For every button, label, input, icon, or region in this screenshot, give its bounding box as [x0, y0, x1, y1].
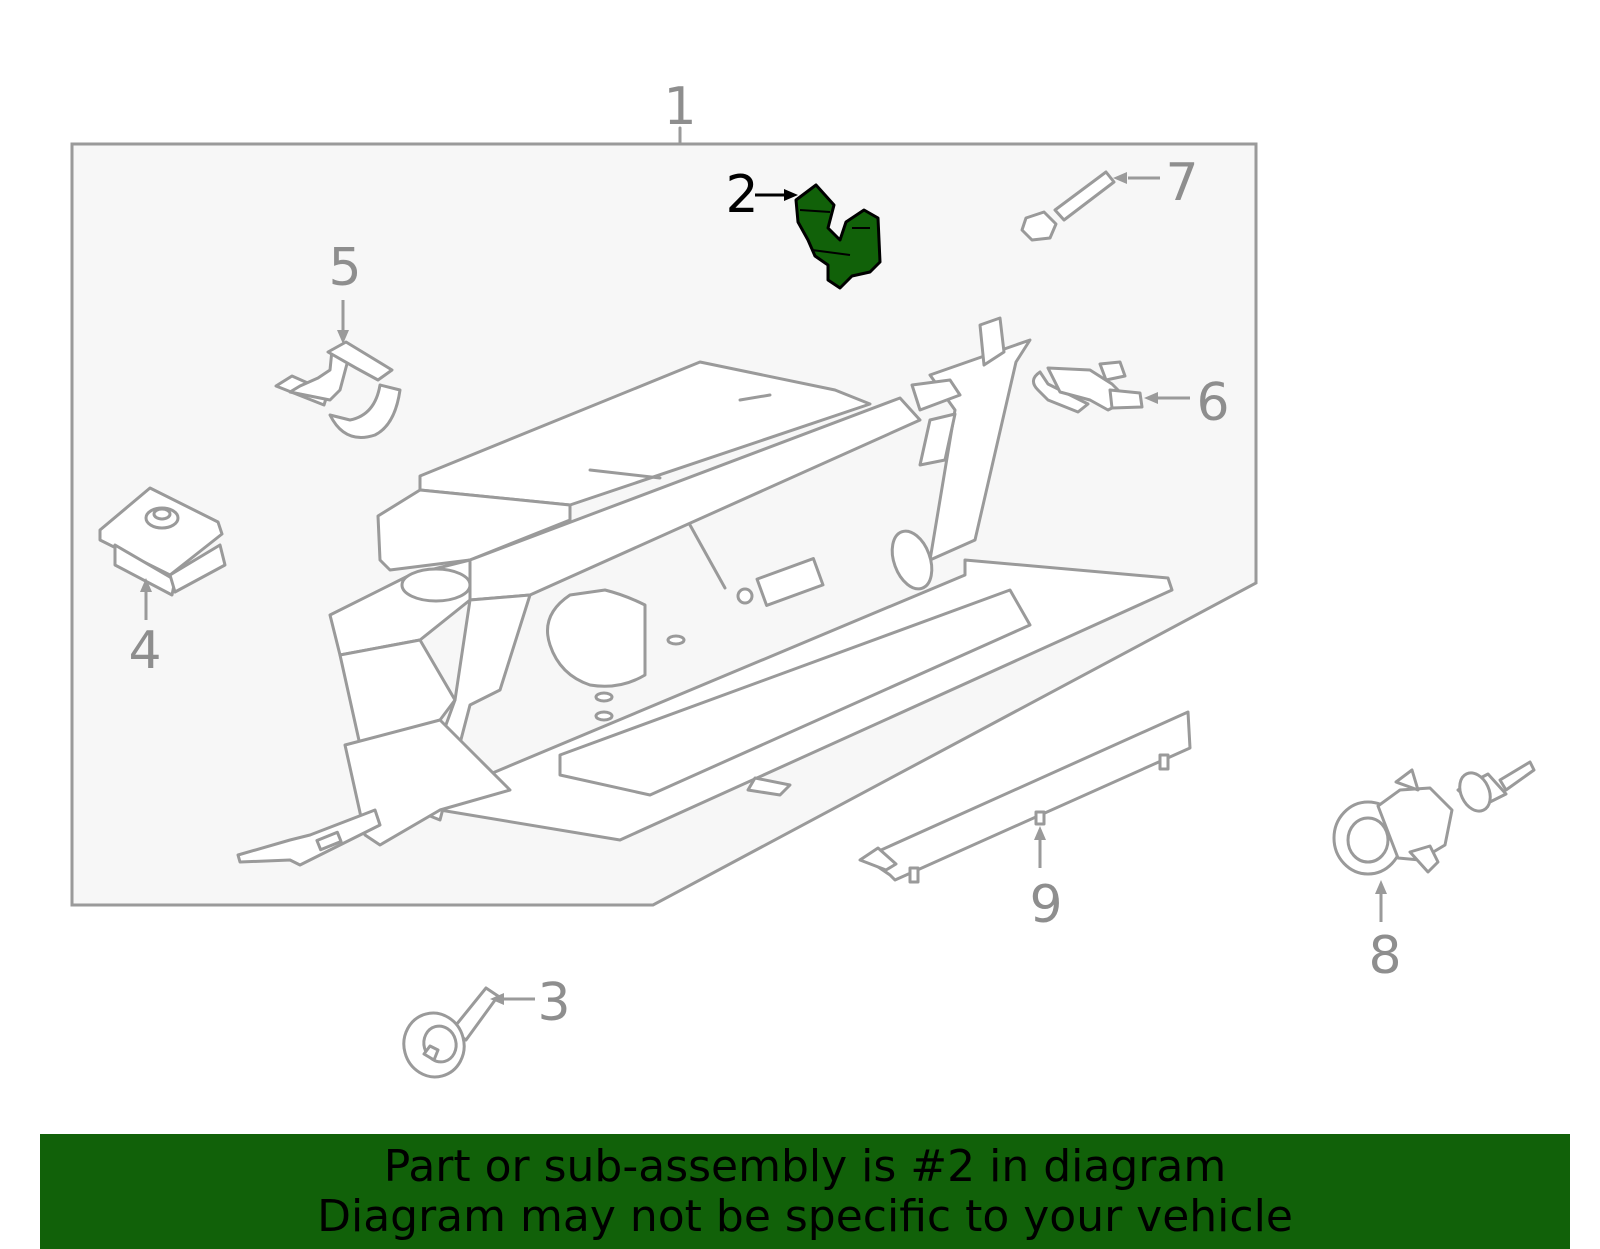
callout-8-label[interactable]: 8: [1368, 926, 1401, 986]
callout-6-arrowhead: [1144, 392, 1158, 404]
glove-box-assembly: [236, 316, 1174, 867]
part-2-bracket[interactable]: [794, 183, 882, 290]
callout-4-label[interactable]: 4: [128, 621, 161, 681]
part-5-bracket[interactable]: [274, 340, 402, 439]
callout-3-arrowhead: [490, 993, 504, 1005]
callout-4-arrowhead: [140, 578, 152, 592]
callout-7-label[interactable]: 7: [1165, 153, 1198, 213]
callout-5-arrowhead: [337, 330, 349, 344]
callout-7-arrowhead: [1113, 172, 1127, 184]
callout-5-label[interactable]: 5: [328, 238, 361, 298]
part-7-bolt[interactable]: [1020, 170, 1116, 242]
info-banner: Part or sub-assembly is #2 in diagram Di…: [40, 1134, 1570, 1249]
part-6-latch[interactable]: [1032, 360, 1144, 414]
banner-line-1: Part or sub-assembly is #2 in diagram: [383, 1141, 1227, 1192]
part-9-strip[interactable]: [858, 710, 1192, 884]
callout-3-label[interactable]: 3: [537, 973, 570, 1033]
part-8-lock[interactable]: [1332, 760, 1536, 876]
callout-9-label[interactable]: 9: [1029, 875, 1062, 935]
callout-2-label[interactable]: 2: [725, 165, 758, 225]
banner-line-2: Diagram may not be specific to your vehi…: [317, 1191, 1293, 1242]
callout-6-label[interactable]: 6: [1196, 373, 1229, 433]
part-4-clip[interactable]: [98, 486, 227, 597]
callout-9-arrowhead: [1034, 826, 1046, 840]
callout-8-arrowhead: [1375, 880, 1387, 894]
callout-2-arrowhead: [784, 189, 798, 201]
part-3-screw[interactable]: [397, 986, 500, 1084]
callout-1-label[interactable]: 1: [663, 77, 696, 137]
